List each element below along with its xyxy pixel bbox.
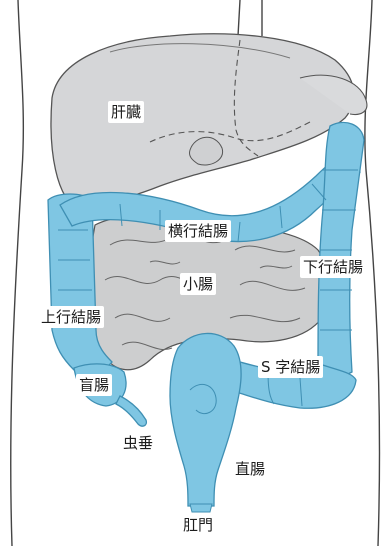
label-small-intestine: 小腸 xyxy=(180,273,216,295)
label-rectum: 直腸 xyxy=(232,458,268,480)
label-appendix: 虫垂 xyxy=(120,432,156,454)
label-transverse-colon: 横行結腸 xyxy=(165,220,231,242)
label-descending-colon: 下行結腸 xyxy=(300,256,366,278)
label-anus: 肛門 xyxy=(180,514,216,536)
label-ascending-colon: 上行結腸 xyxy=(38,306,104,328)
label-cecum: 盲腸 xyxy=(76,374,112,396)
anus xyxy=(190,504,212,512)
label-sigmoid-colon: S 字結腸 xyxy=(258,356,323,378)
label-liver: 肝臓 xyxy=(108,101,144,123)
